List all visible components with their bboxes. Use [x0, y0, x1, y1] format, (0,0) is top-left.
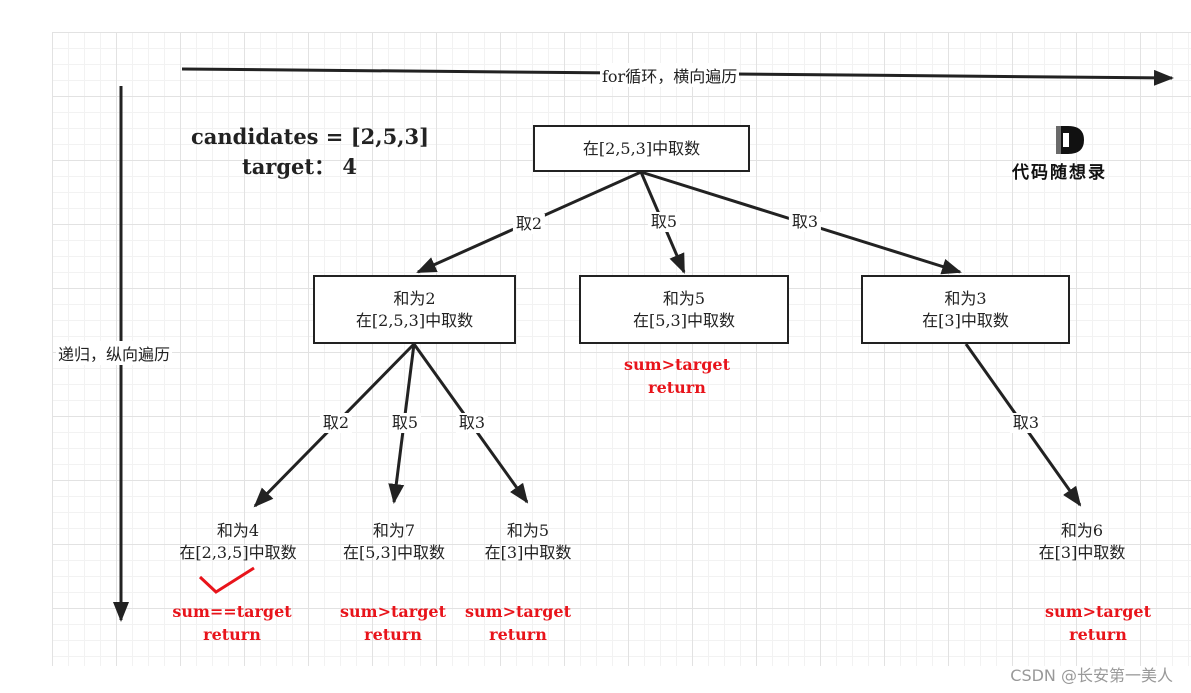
- status-c1-action: return: [1069, 625, 1127, 644]
- node-b: 和为5 在[5,3]中取数: [579, 275, 789, 344]
- node-c: 和为3 在[3]中取数: [861, 275, 1070, 344]
- node-a2-line1: 和为7: [372, 521, 416, 540]
- status-a3-action: return: [489, 625, 547, 644]
- status-c1-cond: sum>target: [1045, 602, 1151, 621]
- node-a: 和为2 在[2,5,3]中取数: [313, 275, 516, 344]
- watermark: CSDN @长安第一美人: [1010, 666, 1173, 685]
- node-root: 在[2,5,3]中取数: [533, 125, 750, 172]
- node-a1-line2: 在[2,3,5]中取数: [179, 543, 297, 562]
- node-b-line1: 和为5: [662, 288, 706, 308]
- edge-label-a-a3: 取3: [455, 413, 489, 433]
- candidates-label: candidates = [2,5,3]: [191, 124, 430, 149]
- status-a1: sum==target return: [162, 600, 302, 646]
- node-a1-line1: 和为4: [216, 521, 260, 540]
- edge-label-root-c: 取3: [788, 212, 822, 232]
- horizontal-axis-label: for循环，横向遍历: [600, 63, 740, 87]
- status-a2-cond: sum>target: [340, 602, 446, 621]
- node-c1-line1: 和为6: [1060, 521, 1104, 540]
- status-a3-cond: sum>target: [465, 602, 571, 621]
- node-a3: 和为5 在[3]中取数: [438, 520, 618, 564]
- status-b-action: return: [648, 378, 706, 397]
- status-a3: sum>target return: [448, 600, 588, 646]
- node-a1: 和为4 在[2,3,5]中取数: [148, 520, 328, 564]
- logo-d-icon: [1056, 126, 1084, 154]
- edge-label-root-a: 取2: [512, 214, 546, 234]
- node-a3-line2: 在[3]中取数: [484, 543, 572, 562]
- vertical-axis-label: 递归，纵向遍历: [56, 341, 173, 365]
- status-a1-cond: sum==target: [172, 602, 292, 621]
- edge-label-a-a1: 取2: [319, 413, 353, 433]
- target-label: target： 4: [242, 154, 358, 179]
- node-a-line1: 和为2: [393, 288, 436, 308]
- status-b-cond: sum>target: [624, 355, 730, 374]
- node-c-line2: 在[3]中取数: [922, 310, 1009, 330]
- node-c1-line2: 在[3]中取数: [1038, 543, 1126, 562]
- node-a-line2: 在[2,5,3]中取数: [355, 310, 474, 330]
- status-a1-action: return: [203, 625, 261, 644]
- edge-label-c-c1: 取3: [1009, 413, 1043, 433]
- logo-text: 代码随想录: [1012, 163, 1107, 183]
- node-root-line1: 在[2,5,3]中取数: [582, 138, 701, 158]
- status-b: sum>target return: [607, 353, 747, 399]
- node-c1: 和为6 在[3]中取数: [992, 520, 1172, 564]
- edge-label-root-b: 取5: [647, 212, 681, 232]
- status-a2-action: return: [364, 625, 422, 644]
- check-mark-icon: [198, 566, 255, 594]
- node-a3-line1: 和为5: [506, 521, 550, 540]
- node-a2: 和为7 在[5,3]中取数: [304, 520, 484, 564]
- node-a2-line2: 在[5,3]中取数: [343, 543, 445, 562]
- node-b-line2: 在[5,3]中取数: [633, 310, 735, 330]
- node-c-line1: 和为3: [944, 288, 987, 308]
- status-a2: sum>target return: [323, 600, 463, 646]
- edge-label-a-a2: 取5: [388, 413, 422, 433]
- status-c1: sum>target return: [1028, 600, 1168, 646]
